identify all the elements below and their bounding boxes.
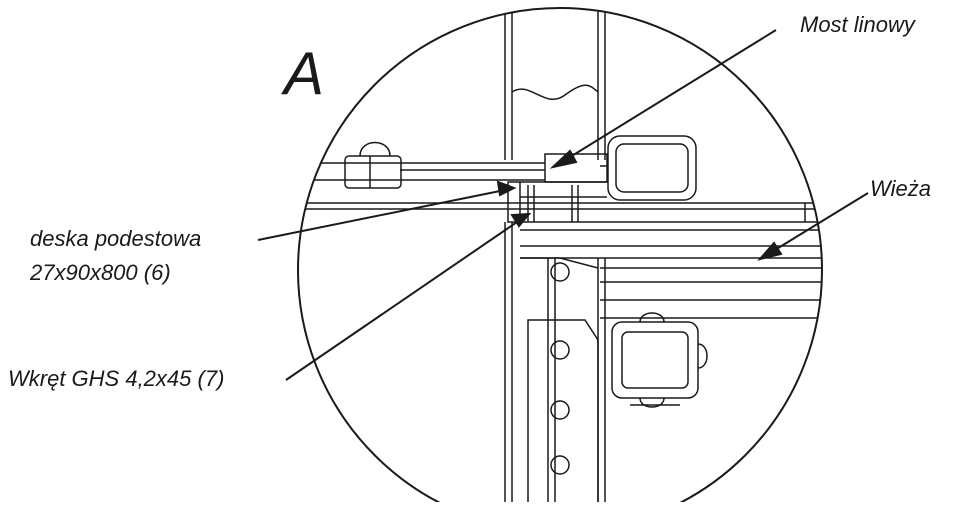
connector-plate: [527, 262, 599, 507]
upper-profile: [600, 135, 697, 201]
leader-wkret: [285, 212, 532, 381]
leader-wieza: [757, 192, 869, 261]
label-deska-line1: deska podestowa: [30, 226, 202, 251]
leader-deska: [257, 180, 517, 241]
detail-letter: A: [284, 40, 325, 107]
leader-most-linowy: [549, 29, 777, 169]
label-most-linowy: Most linowy: [800, 12, 915, 37]
lower-profile: [611, 312, 708, 408]
tower-post: [504, 222, 606, 507]
label-deska-line2: 27x90x800 (6): [30, 260, 171, 285]
label-wkret: Wkręt GHS 4,2x45 (7): [8, 366, 225, 391]
rope-rail: [298, 162, 545, 181]
label-wieza: Wieża: [870, 176, 931, 201]
rope-clamp: [344, 141, 402, 189]
platform-beams: [298, 202, 822, 319]
detail-circle: [297, 7, 823, 507]
upper-post: [504, 8, 606, 160]
